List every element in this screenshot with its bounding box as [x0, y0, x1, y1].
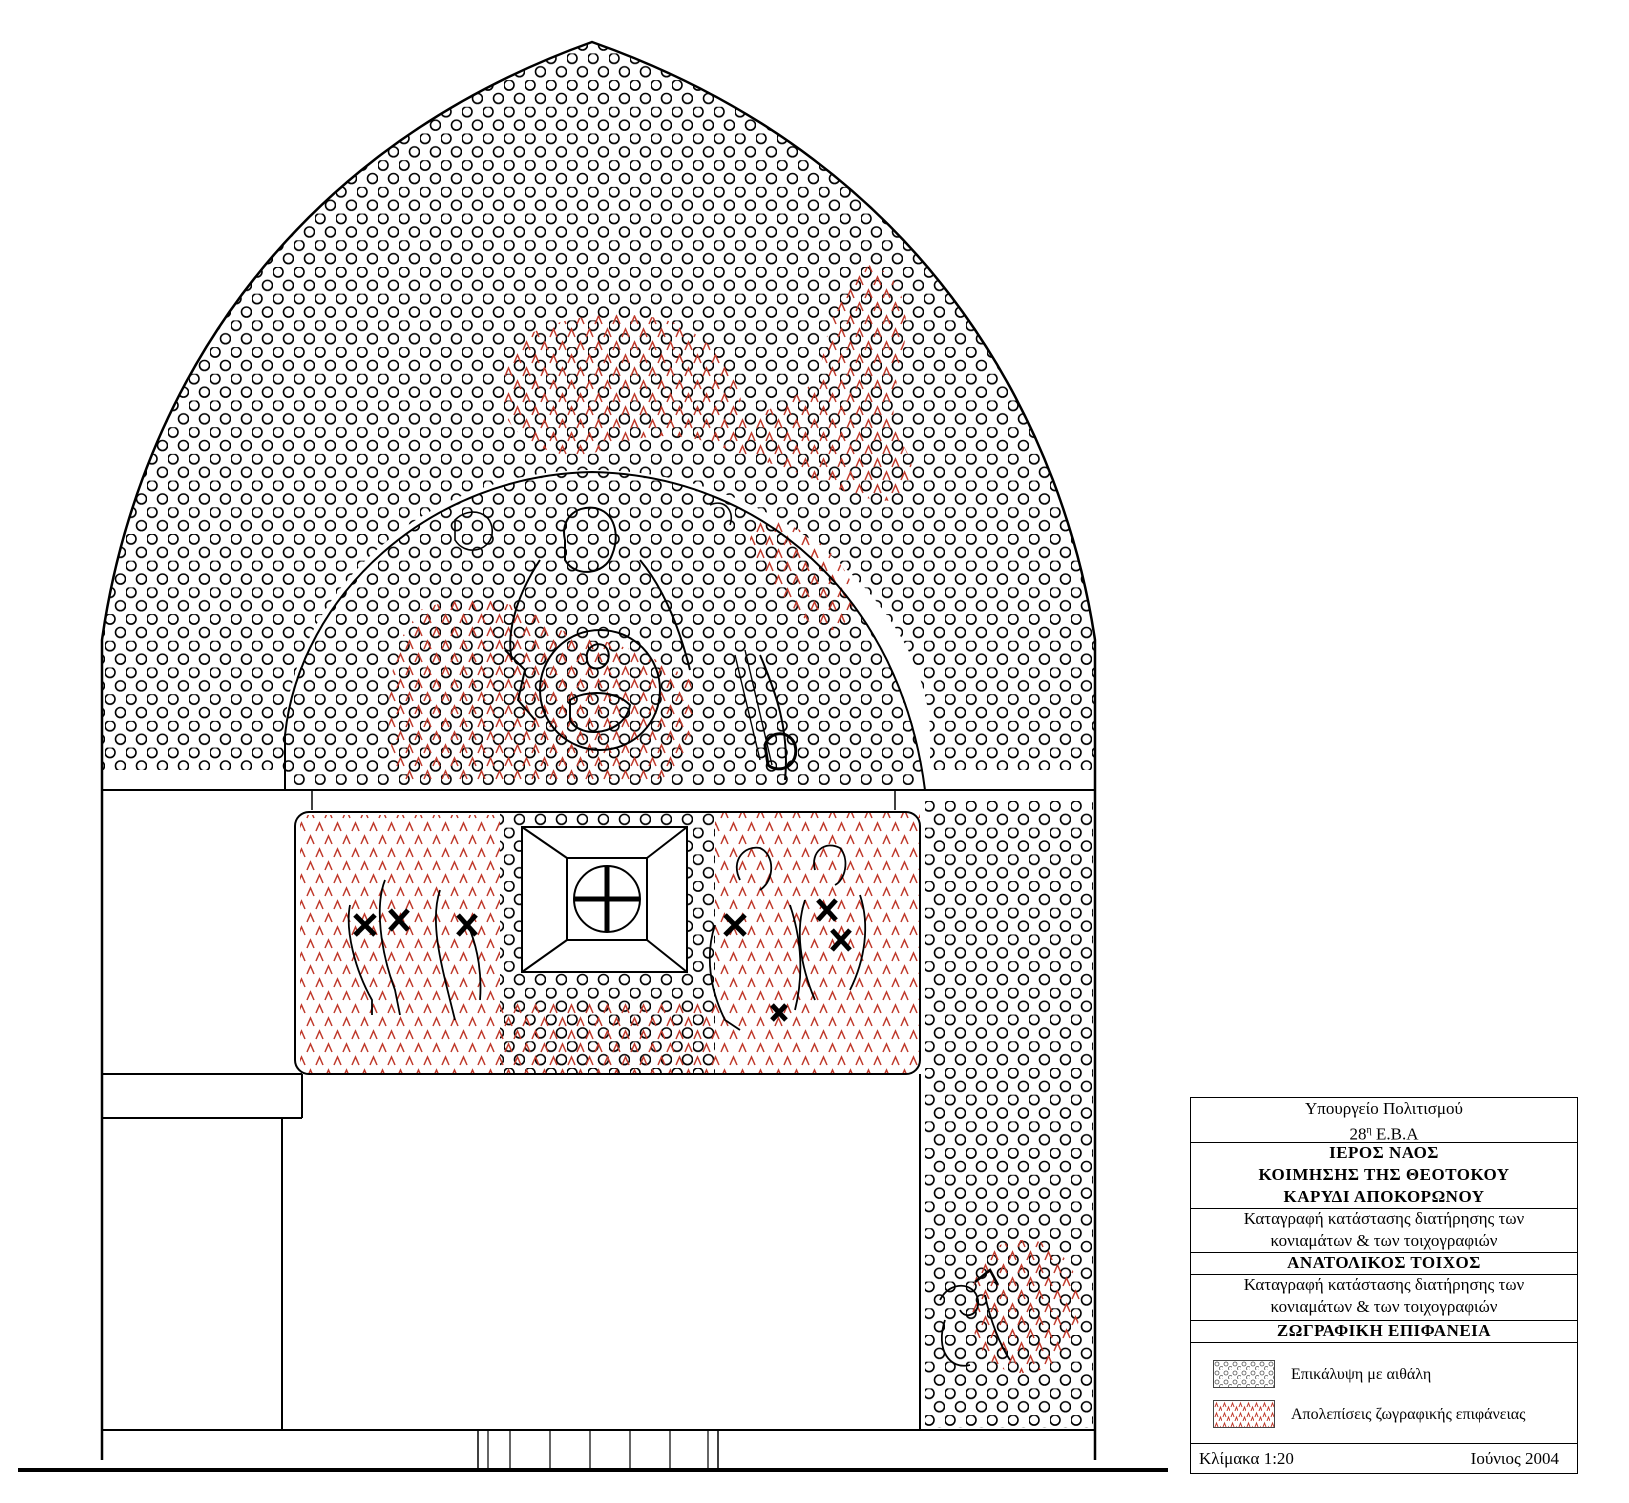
date-label: Ιούνιος 2004 — [1470, 1449, 1559, 1468]
bishop-figures-left — [347, 879, 482, 1021]
title-block-wall: ΑΝΑΤΟΛΙΚΟΣ ΤΟΙΧΟΣ — [1191, 1252, 1577, 1275]
ministry-name: Υπουργείο Πολιτισμού — [1305, 1099, 1463, 1118]
title-block-surface: ΖΩΓΡΑΦΙΚΗ ΕΠΙΦΑΝΕΙΑ — [1191, 1320, 1577, 1343]
title-block-authority: Υπουργείο Πολιτισμού 28η Ε.Β.Α — [1191, 1098, 1577, 1144]
virgin-figure-sketch — [454, 502, 798, 781]
title-block-legend: Επικάλυψη με αιθάλη Απολεπίσεις ζωγραφικ… — [1191, 1342, 1577, 1444]
bishop-figures-right — [708, 844, 867, 1031]
architectural-outline — [18, 40, 1168, 1472]
soot-pattern-icon — [1213, 1360, 1275, 1388]
church-line-3: ΚΑΡΥΔΙ ΑΠΟΚΟΡΩΝΟΥ — [1283, 1187, 1485, 1206]
flaking-area-frieze — [300, 812, 920, 1074]
title-block-church: ΙΕΡΟΣ ΝΑΟΣ ΚΟΙΜΗΣΗΣ ΤΗΣ ΘΕΟΤΟΚΟΥ ΚΑΡΥΔΙ … — [1191, 1142, 1577, 1209]
window — [521, 826, 688, 973]
legend-item-flaking: Απολεπίσεις ζωγραφικής επιφάνειας — [1213, 1400, 1563, 1428]
flaking-area-vault-upper — [503, 265, 913, 501]
title-block-description-1: Καταγραφή κατάστασης διατήρησης των κονι… — [1191, 1208, 1577, 1253]
pier-fragment-sketch — [939, 1268, 1011, 1367]
ephorate-name: 28η Ε.Β.Α — [1349, 1124, 1419, 1144]
flaking-area-tympanum — [388, 599, 694, 780]
title-block: Υπουργείο Πολιτισμού 28η Ε.Β.Α ΙΕΡΟΣ ΝΑΟ… — [1190, 1097, 1578, 1474]
legend-label-flaking: Απολεπίσεις ζωγραφικής επιφάνειας — [1291, 1406, 1526, 1423]
church-line-2: ΚΟΙΜΗΣΗΣ ΤΗΣ ΘΕΟΤΟΚΟΥ — [1258, 1165, 1510, 1184]
legend-item-soot: Επικάλυψη με αιθάλη — [1213, 1360, 1563, 1388]
legend-label-soot: Επικάλυψη με αιθάλη — [1291, 1366, 1432, 1383]
flaking-area-tympanum-right — [750, 519, 854, 631]
church-line-1: ΙΕΡΟΣ ΝΑΟΣ — [1329, 1143, 1439, 1162]
flaking-pattern-icon — [1213, 1400, 1275, 1428]
scale-label: Κλίμακα 1:20 — [1199, 1449, 1294, 1468]
title-block-description-2: Καταγραφή κατάστασης διατήρησης των κονι… — [1191, 1274, 1577, 1321]
